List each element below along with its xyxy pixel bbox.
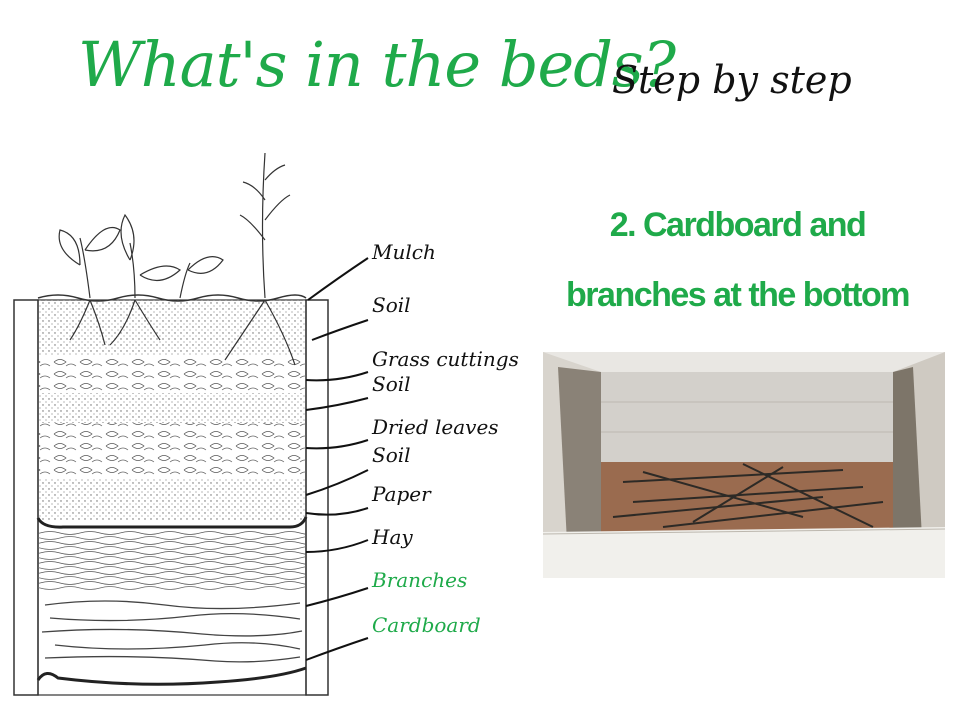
layer-label-hay: Hay — [372, 525, 413, 549]
layer-label-soil-3: Soil — [372, 443, 411, 467]
layer-label-soil-top: Soil — [372, 293, 411, 317]
layer-label-dried-leaves: Dried leaves — [372, 415, 499, 439]
page-title: What's in the beds? — [78, 28, 676, 101]
page-subtitle: Step by step — [612, 58, 852, 102]
layer-label-paper: Paper — [372, 482, 431, 506]
step-heading-line-1: 2. Cardboard and — [609, 206, 867, 244]
layer-label-branches: Branches — [372, 568, 468, 592]
step-heading-line-2: branches at the bottom — [566, 276, 910, 314]
layer-label-grass-cuttings: Grass cuttings — [372, 347, 519, 371]
layer-label-soil-2: Soil — [372, 372, 411, 396]
layer-label-cardboard: Cardboard — [372, 613, 481, 637]
raised-bed-drawing — [13, 152, 369, 696]
bed-photo — [543, 352, 945, 578]
raised-bed-diagram: Mulch Soil Grass cuttings Soil Dried lea… — [0, 140, 520, 700]
layer-label-mulch: Mulch — [372, 240, 436, 264]
bed-photo-illustration — [543, 352, 945, 578]
step-heading: 2. Cardboard and branches at the bottom — [565, 190, 910, 330]
